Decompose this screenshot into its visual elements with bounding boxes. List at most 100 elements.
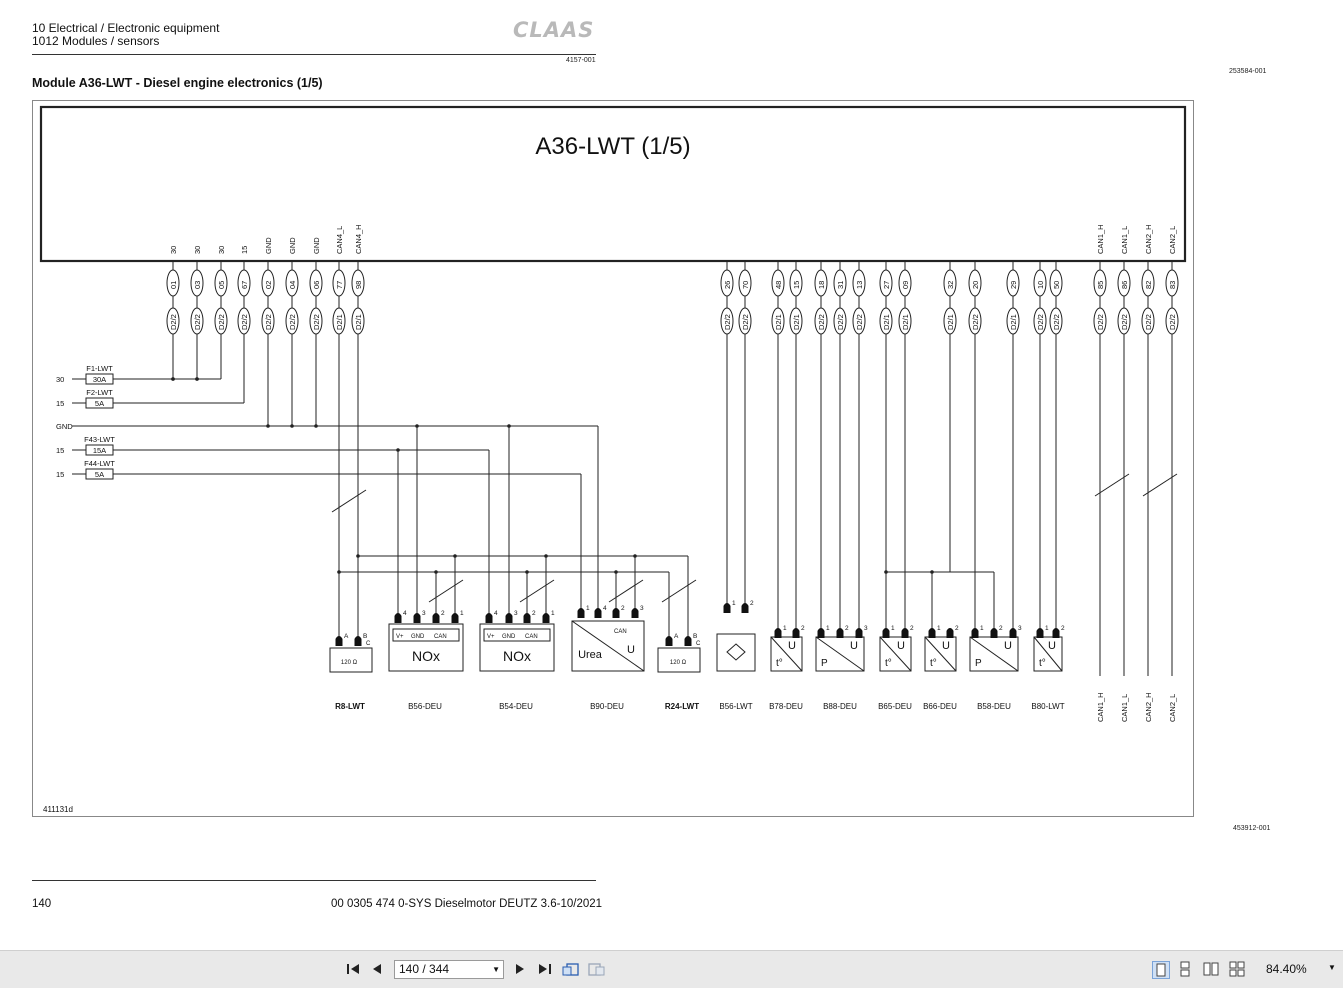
first-page-icon: [347, 964, 359, 974]
sensor-diagonal: [969, 636, 1019, 672]
fuse-symbol: [85, 468, 114, 480]
connector-plug: [523, 613, 531, 623]
supply-voltage-label: GND: [56, 422, 73, 431]
first-page-button[interactable]: [343, 959, 363, 979]
connector-plug: [612, 608, 620, 618]
module-box: [39, 105, 1187, 263]
connector-plug: [394, 613, 402, 623]
terminal-label: CAN: [614, 629, 627, 635]
mid-connector-label: D2/2: [723, 314, 732, 330]
connector-plug: [335, 636, 343, 646]
sensor-diagonal: [924, 636, 957, 672]
supply-voltage-label: 15: [56, 446, 64, 455]
mid-pin-number: 29: [1009, 281, 1018, 289]
continuous-view-button[interactable]: [1177, 961, 1193, 977]
mid-pin-number: 26: [723, 281, 732, 289]
can-pin-number: 83: [1168, 281, 1177, 289]
level-sensor-box: [716, 633, 756, 672]
twist-marker: [331, 489, 367, 513]
sensor-quantity-symbol: P: [975, 658, 982, 669]
plug-pin-number: A: [344, 633, 349, 640]
sensor-diagonal: [1033, 636, 1063, 672]
top-label: 30: [217, 246, 226, 254]
top-pin-number: 04: [288, 281, 297, 289]
terminal-label: GND: [502, 634, 516, 640]
zoom-chevron-down-icon[interactable]: ▼: [1328, 963, 1336, 972]
mid-pin-number: 70: [741, 281, 750, 289]
header-rule: [32, 54, 596, 55]
top-label: 15: [240, 246, 249, 254]
connector-plug: [542, 613, 550, 623]
twist-marker: [1142, 473, 1178, 497]
sensor-quantity-symbol: t°: [930, 658, 937, 669]
top-pin-number: 03: [193, 281, 202, 289]
mid-pin-number: 50: [1052, 281, 1061, 289]
component-label: B56-DEU: [408, 702, 442, 711]
plug-pin-number: 4: [494, 610, 498, 617]
back-view-button[interactable]: [561, 959, 581, 979]
plug-pin-number: 3: [864, 625, 868, 632]
connector-plug: [928, 628, 936, 638]
top-pin-number: 05: [217, 281, 226, 289]
zoom-level[interactable]: 84.40%: [1266, 962, 1307, 976]
connector-plug: [413, 613, 421, 623]
page-title: Module A36-LWT - Diesel engine electroni…: [32, 76, 323, 90]
plug-pin-number: 2: [532, 610, 536, 617]
connector-plug: [836, 628, 844, 638]
plug-pin-number: 1: [1045, 625, 1049, 632]
terminal-label: V+: [487, 634, 495, 640]
fuse-symbol: [85, 373, 114, 385]
connector-plug: [971, 628, 979, 638]
supply-voltage-label: 30: [56, 375, 64, 384]
back-view-icon: [562, 963, 579, 976]
plug-pin-number: A: [674, 633, 679, 640]
page-indicator: 140 / 344: [399, 962, 450, 976]
sensor-quantity-symbol: t°: [1039, 658, 1046, 669]
sensor-output-symbol: U: [1004, 640, 1012, 652]
connector-plug: [990, 628, 998, 638]
next-page-button[interactable]: [510, 959, 530, 979]
forward-view-button[interactable]: [586, 959, 606, 979]
mid-connector-label: D2/2: [971, 314, 980, 330]
top-pin-number: 01: [169, 281, 178, 289]
page-selector[interactable]: 140 / 344 ▼: [394, 960, 504, 979]
terminal-label: V+: [396, 634, 404, 640]
connector-plug: [792, 628, 800, 638]
mid-pin-number: 15: [792, 281, 801, 289]
plug-pin-number: 1: [980, 625, 984, 632]
sensor-output-symbol: U: [942, 640, 950, 652]
plug-pin-number: 3: [514, 610, 518, 617]
resistor-value: 120 Ω: [670, 660, 687, 666]
component-label: B56-LWT: [719, 702, 752, 711]
mid-pin-number: 10: [1036, 281, 1045, 289]
facing-view-button[interactable]: [1203, 961, 1219, 977]
plug-pin-number: 3: [640, 605, 644, 612]
sensor-quantity-symbol: t°: [885, 658, 892, 669]
top-label: GND: [312, 237, 321, 254]
twist-marker: [608, 579, 644, 603]
connector-plug: [1009, 628, 1017, 638]
previous-page-icon: [373, 964, 381, 974]
top-label: GND: [288, 237, 297, 254]
top-label: CAN4_H: [354, 224, 363, 254]
continuous-page-icon: [1180, 961, 1190, 977]
last-page-button[interactable]: [535, 959, 555, 979]
connector-plug: [451, 613, 459, 623]
plug-pin-number: 2: [441, 610, 445, 617]
top-connector-label: D2/2: [193, 314, 202, 330]
mid-connector-label: D2/2: [1052, 314, 1061, 330]
top-connector-label: D2/2: [312, 314, 321, 330]
plug-pin-number: 2: [999, 625, 1003, 632]
top-connector-label: D2/2: [240, 314, 249, 330]
continuous-facing-view-button[interactable]: [1229, 961, 1245, 977]
mid-connector-label: D2/2: [836, 314, 845, 330]
plug-pin-number: B: [363, 633, 367, 640]
single-page-view-button[interactable]: [1152, 961, 1170, 979]
mid-pin-number: 18: [817, 281, 826, 289]
mid-connector-label: D2/1: [1009, 314, 1018, 330]
previous-page-button[interactable]: [367, 959, 387, 979]
mid-connector-label: D2/1: [882, 314, 891, 330]
fuse-name: F2-LWT: [86, 388, 113, 397]
can-bottom-label: CAN1_H: [1096, 692, 1105, 722]
fuse-rating: 5A: [95, 470, 104, 479]
